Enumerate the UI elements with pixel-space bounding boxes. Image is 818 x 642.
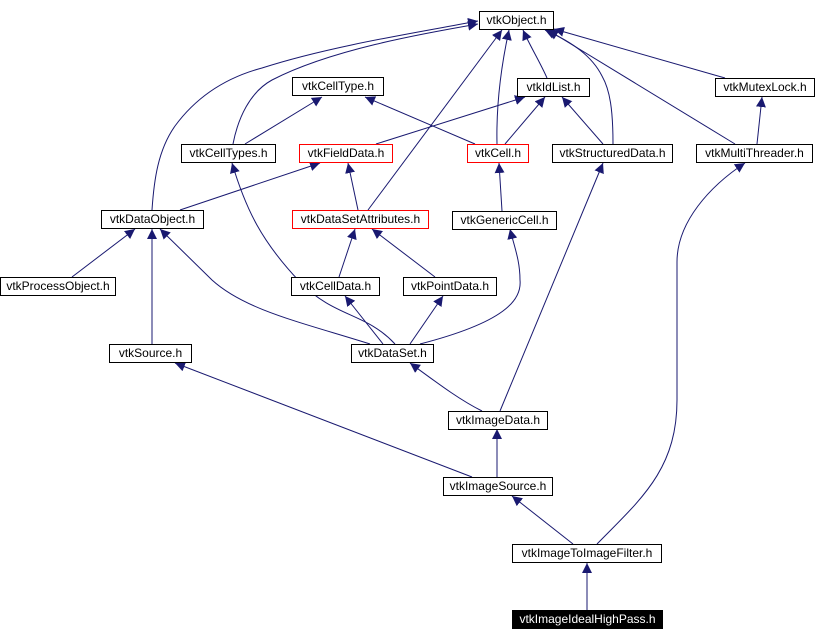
edge-dataobject-to-object bbox=[151, 17, 479, 211]
node-celltype[interactable]: vtkCellType.h bbox=[292, 77, 384, 96]
node-datasetattributes[interactable]: vtkDataSetAttributes.h bbox=[292, 210, 429, 229]
edge-cell-to-idlist bbox=[504, 96, 546, 145]
edge-imagedata-to-dataset bbox=[409, 362, 483, 412]
edge-processobject-to-dataobject bbox=[71, 228, 136, 278]
edge-cell-to-object bbox=[496, 29, 512, 145]
edge-multithreader-to-object bbox=[547, 29, 736, 145]
node-multithreader[interactable]: vtkMultiThreader.h bbox=[696, 144, 813, 163]
edge-pointdata-to-datasetattributes bbox=[371, 228, 436, 278]
node-idlist[interactable]: vtkIdList.h bbox=[517, 78, 590, 97]
node-source[interactable]: vtkSource.h bbox=[109, 344, 192, 363]
edge-dataset-to-celltypes bbox=[230, 162, 396, 345]
edge-datasetattributes-to-fielddata bbox=[345, 162, 359, 211]
node-imagetoimagefilter[interactable]: vtkImageToImageFilter.h bbox=[512, 544, 662, 563]
edge-imagetoimagefilter-to-multithreader bbox=[596, 162, 746, 545]
node-celltypes[interactable]: vtkCellTypes.h bbox=[181, 144, 276, 163]
node-dataset[interactable]: vtkDataSet.h bbox=[351, 344, 434, 363]
node-mutexlock[interactable]: vtkMutexLock.h bbox=[715, 78, 815, 97]
edge-celltypes-to-celltype bbox=[244, 96, 323, 145]
node-genericcell[interactable]: vtkGenericCell.h bbox=[452, 211, 557, 230]
edge-celltypes-to-object bbox=[232, 20, 479, 145]
edge-fielddata-to-idlist bbox=[375, 95, 526, 145]
edge-genericcell-to-cell bbox=[494, 162, 505, 212]
node-structureddata[interactable]: vtkStructuredData.h bbox=[552, 144, 673, 163]
node-dataobject[interactable]: vtkDataObject.h bbox=[101, 210, 204, 229]
edge-mutexlock-to-object bbox=[553, 26, 726, 79]
edge-imagedata-to-structureddata bbox=[499, 162, 604, 412]
edge-multithreader-to-mutexlock bbox=[755, 96, 766, 145]
edge-structureddata-to-idlist bbox=[561, 96, 604, 145]
edge-imagetoimagefilter-to-imagesource bbox=[511, 495, 574, 545]
node-celldata[interactable]: vtkCellData.h bbox=[291, 277, 380, 296]
node-pointdata[interactable]: vtkPointData.h bbox=[403, 277, 497, 296]
node-imagesource[interactable]: vtkImageSource.h bbox=[443, 477, 553, 496]
edge-idlist-to-object bbox=[522, 29, 548, 79]
node-fielddata[interactable]: vtkFieldData.h bbox=[299, 144, 393, 163]
edge-dataobject-to-fielddata bbox=[179, 161, 321, 211]
node-object[interactable]: vtkObject.h bbox=[479, 11, 554, 30]
edge-cell-to-celltype bbox=[364, 96, 476, 145]
edge-dataset-to-pointdata bbox=[409, 295, 444, 345]
node-processobject[interactable]: vtkProcessObject.h bbox=[0, 277, 116, 296]
node-cell[interactable]: vtkCell.h bbox=[467, 144, 529, 163]
node-imagedata[interactable]: vtkImageData.h bbox=[448, 411, 548, 430]
edge-celldata-to-datasetattributes bbox=[338, 228, 357, 278]
edge-dataset-to-dataobject bbox=[159, 228, 371, 345]
edge-imagesource-to-source bbox=[174, 361, 473, 478]
edge-datasetattributes-to-object bbox=[367, 29, 503, 211]
edge-dataset-to-genericcell bbox=[419, 228, 521, 345]
node-imageidealhighpass[interactable]: vtkImageIdealHighPass.h bbox=[512, 610, 663, 629]
edge-dataset-to-celldata bbox=[344, 295, 384, 345]
